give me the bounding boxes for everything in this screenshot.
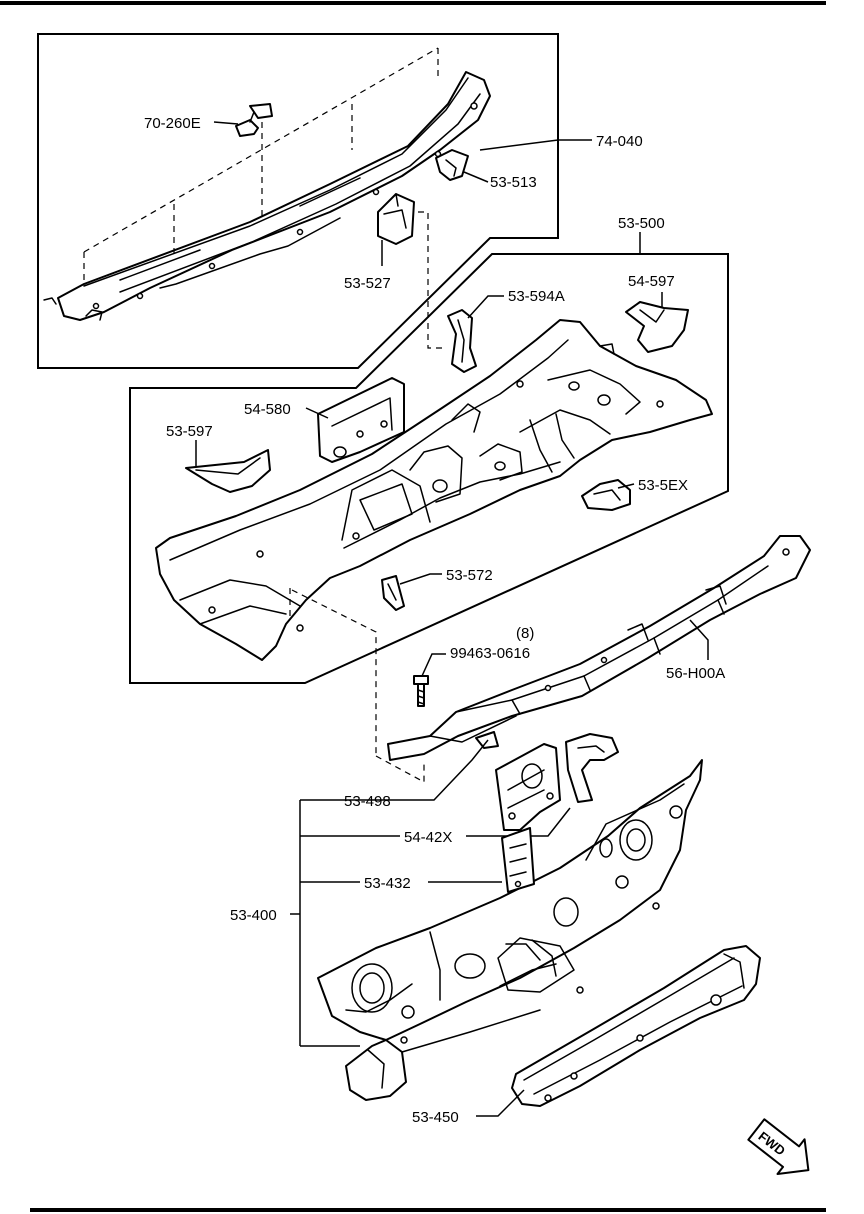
clip-70-260e-drawing xyxy=(235,103,273,137)
label-70-260e: 70-260E xyxy=(144,115,201,132)
leader-74-040 xyxy=(479,139,592,151)
cowl-dashed-guides xyxy=(83,47,446,349)
bracket-53-513-drawing xyxy=(435,149,469,181)
floor-group-frame xyxy=(129,253,729,684)
label-53-500: 53-500 xyxy=(618,215,665,232)
label-54-580: 54-580 xyxy=(244,401,291,418)
leader-70-260e xyxy=(213,121,239,125)
leader-53-513 xyxy=(463,171,489,183)
crossmember-56-h00a-drawing xyxy=(387,535,811,761)
bracket-54-580-drawing xyxy=(317,377,405,463)
cowl-group-frame xyxy=(37,33,559,369)
leader-53-5ex xyxy=(617,483,635,489)
leader-53-572 xyxy=(399,573,442,585)
label-53-572: 53-572 xyxy=(446,567,493,584)
label-54-42x: 54-42X xyxy=(404,829,452,846)
crossmember-dashed-guide xyxy=(375,755,425,784)
label-bolt-qty: (8) xyxy=(516,625,534,642)
bracket-54-597-drawing xyxy=(625,301,689,353)
bracket-53-527-drawing xyxy=(377,193,415,245)
label-53-513: 53-513 xyxy=(490,174,537,191)
bolt-drawing xyxy=(413,675,429,707)
floor-pan-drawing xyxy=(155,319,713,661)
leader-53-498 xyxy=(299,739,489,1046)
leader-54-42x xyxy=(300,807,571,837)
label-54-597: 54-597 xyxy=(628,273,675,290)
leader-53-400 xyxy=(290,913,360,1047)
bracket-53-597-drawing xyxy=(185,449,271,493)
fwd-arrow-icon: FWD xyxy=(747,1118,810,1175)
leader-54-580 xyxy=(305,407,329,419)
panel-54-42x-drawing xyxy=(495,743,561,831)
floor-dashed-guides xyxy=(289,588,377,756)
leader-53-450 xyxy=(476,1089,525,1117)
label-53-594a: 53-594A xyxy=(508,288,565,305)
label-56-h00a: 56-H00A xyxy=(666,665,725,682)
label-53-5ex: 53-5EX xyxy=(638,477,688,494)
cowl-panel-drawing xyxy=(43,71,491,321)
label-53-498: 53-498 xyxy=(344,793,391,810)
label-53-450: 53-450 xyxy=(412,1109,459,1126)
label-74-040: 74-040 xyxy=(596,133,643,150)
label-bolt: 99463-0616 xyxy=(450,645,530,662)
member-53-450-drawing xyxy=(511,945,761,1107)
bracket-53-5ex-drawing xyxy=(581,479,631,511)
bracket-53-498-drawing xyxy=(565,733,619,803)
leader-53-594a xyxy=(467,295,504,319)
leader-56-h00a xyxy=(689,619,709,660)
plate-53-432-drawing xyxy=(501,827,535,893)
bracket-53-572-drawing xyxy=(381,575,405,611)
dash-panel-53-400-drawing xyxy=(317,759,703,1101)
label-53-527: 53-527 xyxy=(344,275,391,292)
bracket-53-594a-drawing xyxy=(447,309,477,373)
label-53-432: 53-432 xyxy=(364,875,411,892)
leader-bolt xyxy=(421,653,446,677)
label-53-597: 53-597 xyxy=(166,423,213,440)
label-53-400: 53-400 xyxy=(230,907,277,924)
